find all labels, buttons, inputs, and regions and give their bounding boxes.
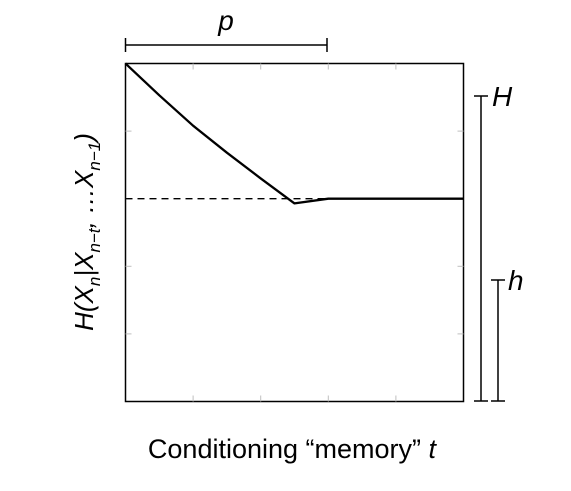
entropy-curve [124,62,464,205]
H-label: H [492,81,513,112]
p-bracket [124,38,328,52]
x-axis-label-var: t [429,434,438,464]
x-axis-label: Conditioning “memory” t [148,434,438,464]
tick-marks [125,63,464,402]
x-axis-label-text: Conditioning “memory” [148,434,421,464]
H-bracket [474,95,488,402]
p-label: p [217,5,234,36]
h-bracket [491,279,505,402]
plot-frame [124,62,465,403]
y-axis-label: H(Xn|Xn−t, …Xn−1) [69,133,104,331]
h-label: h [508,265,524,296]
